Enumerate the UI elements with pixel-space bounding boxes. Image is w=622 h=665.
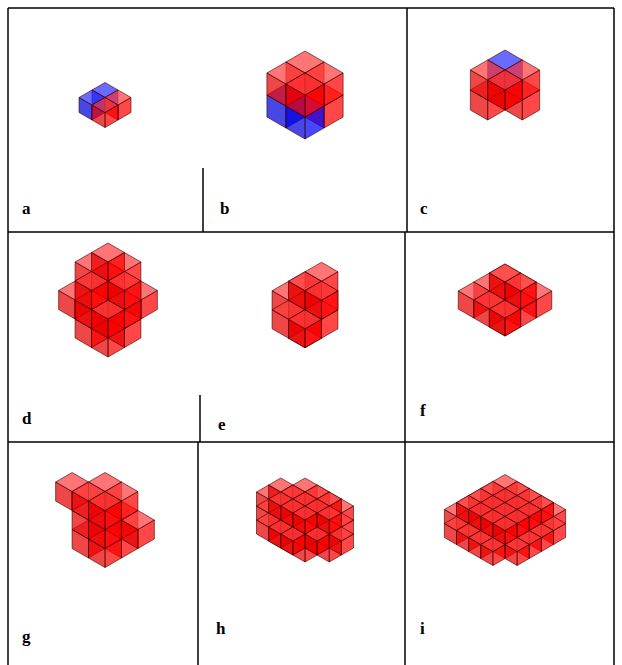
table-rule (197, 442, 199, 665)
cube-face (92, 98, 118, 113)
cube-face (505, 273, 536, 291)
cube-face (286, 73, 324, 95)
cube-cluster (470, 50, 539, 120)
cube-cluster (272, 262, 338, 348)
cube-face (488, 70, 523, 90)
panel-letter: c (420, 200, 428, 217)
cube-face (293, 506, 317, 520)
table-rule (199, 395, 201, 442)
table-border (7, 8, 9, 665)
panel-letter: g (22, 628, 31, 645)
cube-face (305, 281, 338, 300)
cube-cluster (444, 475, 565, 566)
cube-clusters (56, 50, 566, 568)
table-rule (404, 232, 406, 442)
cube-cluster (79, 83, 131, 128)
cube-cluster (59, 243, 158, 357)
table-border (613, 8, 615, 665)
cube-cluster (257, 478, 354, 562)
panel-letter: a (22, 200, 31, 217)
table-rule (404, 442, 406, 665)
table-grid (8, 8, 614, 665)
cube-face (92, 243, 125, 262)
cube-face (317, 506, 341, 520)
table-rule (202, 168, 204, 232)
table-border (8, 7, 614, 9)
cube-cluster (458, 264, 552, 336)
table-rule (406, 8, 408, 232)
panel-letter: d (22, 410, 31, 427)
panel-letter: f (420, 402, 426, 419)
table-rule (8, 441, 614, 443)
panel-letter: h (216, 620, 225, 637)
table-rule (8, 231, 614, 233)
panel-letter: e (218, 416, 226, 433)
cube-cluster (267, 51, 343, 139)
cube-face (493, 517, 517, 531)
cube-face (89, 492, 122, 511)
panel-letter: i (420, 620, 425, 637)
cube-cluster (56, 473, 155, 568)
panel-letter: b (220, 200, 229, 217)
